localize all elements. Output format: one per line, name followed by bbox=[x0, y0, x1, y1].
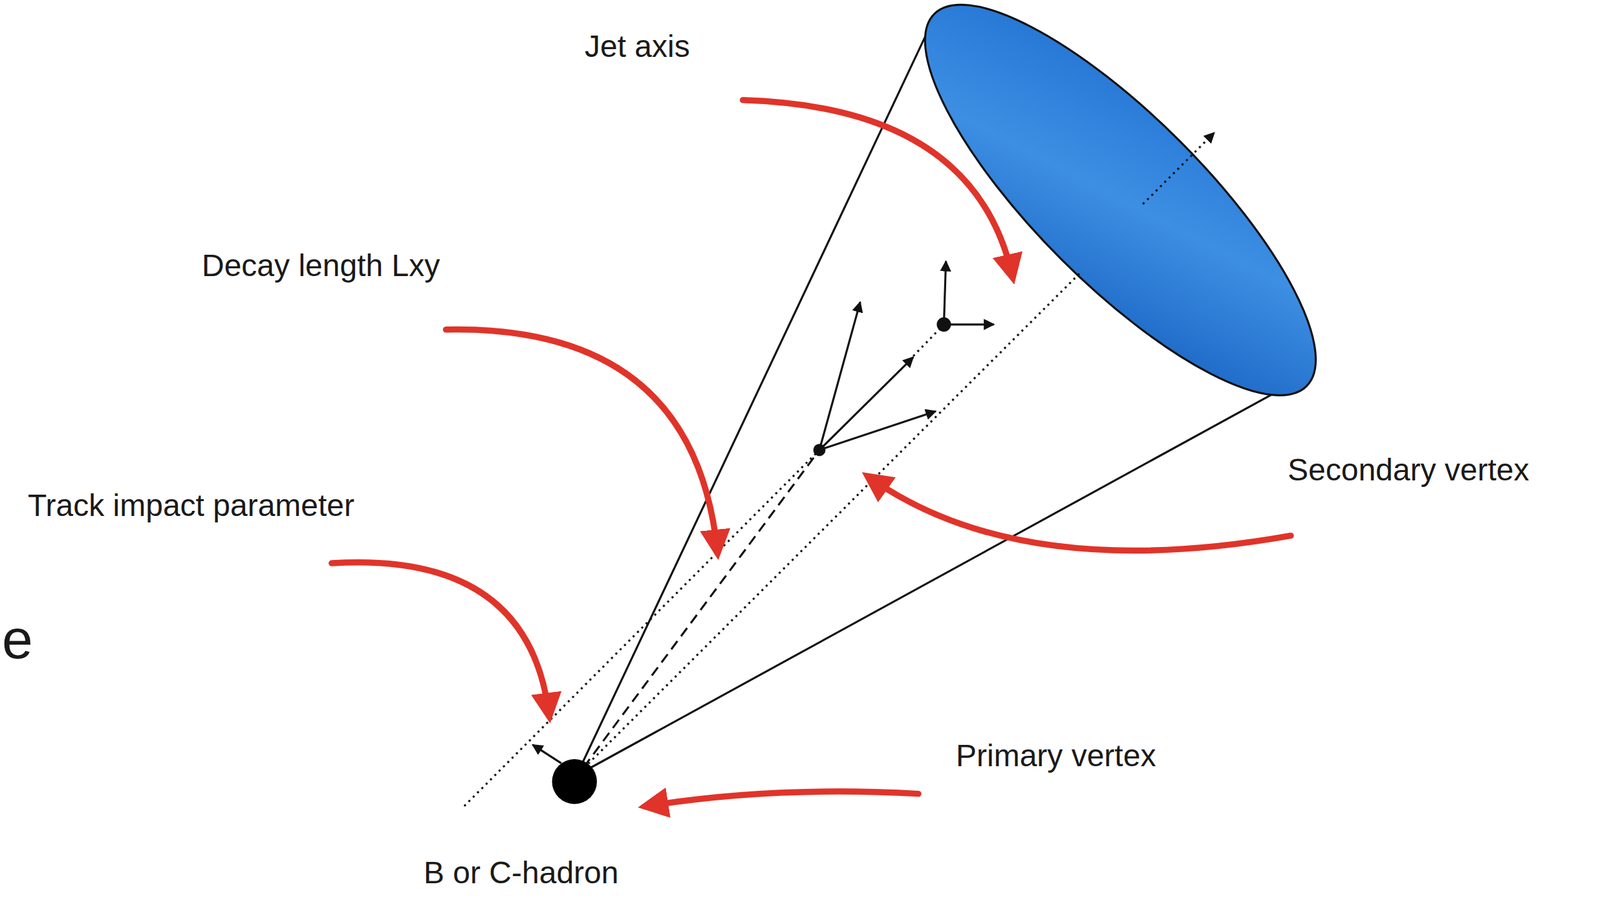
callout-label: B or C-hadron bbox=[423, 854, 619, 891]
decay-track bbox=[819, 411, 936, 451]
callout-label: Jet axis bbox=[584, 28, 691, 65]
jet-cone-cap bbox=[875, 0, 1366, 446]
callout-label: Decay length Lxy bbox=[201, 247, 440, 284]
callout-arrow bbox=[869, 477, 1291, 552]
callout-arrow bbox=[646, 791, 919, 807]
decay-length-line bbox=[583, 450, 820, 768]
secondary-vertex-dot bbox=[813, 443, 826, 456]
primary-vertex-dot bbox=[552, 759, 597, 804]
callout-label: Primary vertex bbox=[955, 737, 1156, 774]
axis-arrow bbox=[943, 261, 946, 325]
callout-arrow bbox=[446, 329, 718, 552]
decay-track bbox=[819, 356, 914, 451]
impact-parameter-arrow bbox=[532, 745, 562, 764]
decay-track bbox=[819, 302, 861, 451]
jet-direction-arrow bbox=[1142, 132, 1214, 204]
jet-axis-line bbox=[579, 271, 1082, 773]
axis-arrow bbox=[943, 323, 994, 326]
fragment-text: e bbox=[1, 607, 33, 672]
callout-label: Track impact parameter bbox=[27, 487, 355, 524]
cone-edge bbox=[576, 14, 936, 776]
callout-arrow bbox=[331, 562, 550, 715]
vertex-dot bbox=[936, 317, 951, 332]
callout-arrow bbox=[743, 100, 1013, 276]
callout-label: Secondary vertex bbox=[1287, 452, 1530, 488]
cone-edge bbox=[576, 386, 1288, 777]
